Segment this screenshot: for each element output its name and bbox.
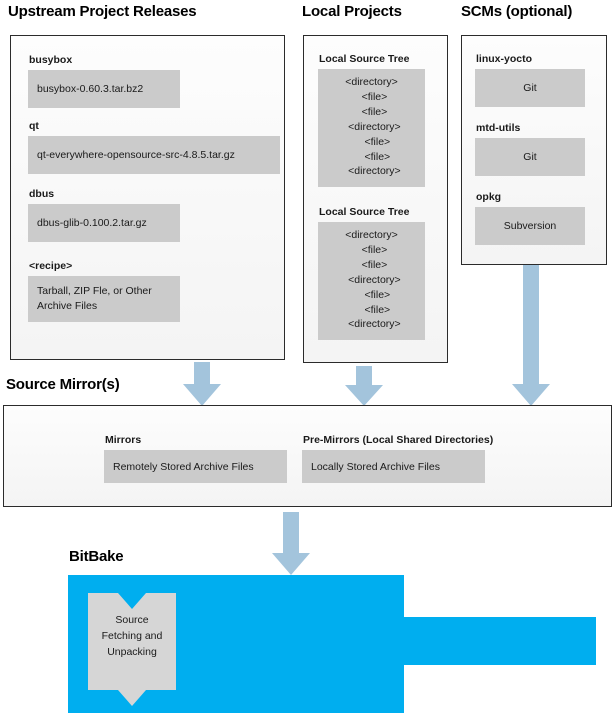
scms-panel: linux-yocto Git mtd-utils Git opkg Subve… (461, 35, 607, 265)
tree-line: <directory> (345, 229, 398, 241)
tree-line: <file> (352, 150, 391, 163)
upstream-chip-qt: qt-everywhere-opensource-src-4.8.5.tar.g… (28, 136, 280, 174)
source-fetching-label: Source Fetching and Unpacking (101, 614, 163, 658)
tree-line: <directory> (342, 165, 401, 178)
upstream-chip-recipe-text: Tarball, ZIP Fle, or Other Archive Files (37, 284, 152, 312)
scms-chip-opkg: Subversion (475, 207, 585, 245)
source-mirrors-section-title: Source Mirror(s) (6, 376, 120, 393)
upstream-group-label-qt: qt (29, 120, 39, 132)
tree-line: <directory> (342, 120, 401, 133)
mirrors-group-label: Mirrors (105, 434, 142, 446)
arrow-mirrors-to-bitbake (272, 512, 310, 575)
pre-mirrors-chip: Locally Stored Archive Files (302, 450, 485, 483)
upstream-chip-recipe: Tarball, ZIP Fle, or Other Archive Files (28, 276, 180, 322)
upstream-panel: busybox busybox-0.60.3.tar.bz2 qt qt-eve… (10, 35, 285, 360)
tree-line: <directory> (342, 318, 401, 331)
upstream-chip-busybox: busybox-0.60.3.tar.bz2 (28, 70, 180, 108)
arrow-upstream-to-mirrors (183, 362, 221, 406)
local-projects-section-title: Local Projects (302, 3, 402, 20)
tree-line: <file> (352, 303, 391, 316)
arrow-local-projects-to-mirrors (345, 366, 383, 406)
scms-group-label-opkg: opkg (476, 191, 502, 203)
bitbake-section-title: BitBake (69, 548, 124, 565)
scms-group-label-linux-yocto: linux-yocto (476, 53, 533, 65)
upstream-group-label-busybox: busybox (29, 54, 73, 66)
upstream-chip-dbus: dbus-glib-0.100.2.tar.gz (28, 204, 180, 242)
scms-chip-mtd-utils: Git (475, 138, 585, 176)
pre-mirrors-group-label: Pre-Mirrors (Local Shared Directories) (303, 434, 494, 446)
tree-line: <file> (355, 243, 388, 256)
tree-line: <file> (352, 135, 391, 148)
source-mirrors-panel: Mirrors Remotely Stored Archive Files Pr… (3, 405, 612, 507)
tree-line: <file> (352, 288, 391, 301)
scms-chip-linux-yocto: Git (475, 69, 585, 107)
scms-group-label-mtd-utils: mtd-utils (476, 122, 521, 134)
tree-line: <directory> (345, 76, 398, 88)
tree-line: <directory> (342, 273, 401, 286)
source-fetching-chevron (88, 593, 176, 706)
local-source-tree-2: <directory> <file> <file> <directory> <f… (318, 222, 425, 340)
tree-line: <file> (355, 90, 388, 103)
scms-section-title: SCMs (optional) (461, 3, 573, 20)
upstream-section-title: Upstream Project Releases (8, 3, 197, 20)
local-projects-panel: Local Source Tree <directory> <file> <fi… (303, 35, 448, 363)
local-tree-label-1: Local Source Tree (319, 53, 410, 65)
mirrors-chip: Remotely Stored Archive Files (104, 450, 287, 483)
bitbake-region (68, 575, 596, 713)
local-tree-label-2: Local Source Tree (319, 206, 410, 218)
local-source-tree-1: <directory> <file> <file> <directory> <f… (318, 69, 425, 187)
tree-line: <file> (355, 105, 388, 118)
upstream-group-label-dbus: dbus (29, 188, 55, 200)
arrow-scms-to-mirrors (512, 265, 550, 406)
tree-line: <file> (355, 258, 388, 271)
upstream-group-label-recipe: <recipe> (29, 260, 73, 272)
